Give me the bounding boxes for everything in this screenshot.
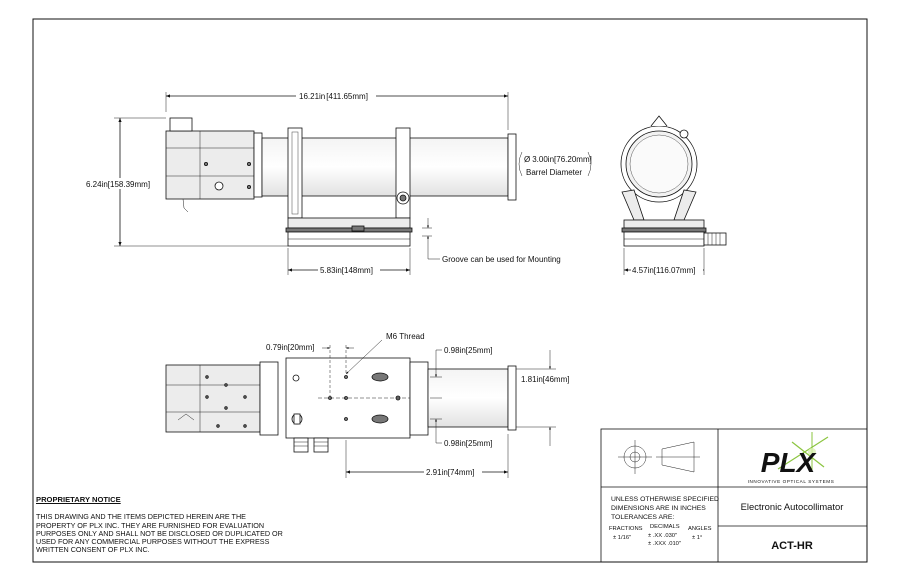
end-view: 4.57in[116.07mm]: [620, 115, 727, 275]
groove-note: Groove can be used for Mounting: [442, 255, 561, 264]
overall-length-label: 16.21in: [299, 92, 325, 101]
barrel-diameter-label: Barrel Diameter: [526, 168, 582, 177]
svg-text:± .XX .030": ± .XX .030": [648, 533, 677, 539]
svg-text:FRACTIONS: FRACTIONS: [609, 526, 643, 532]
spacing-top-label: 0.98in: [444, 346, 466, 355]
plx-logo: PLX INNOVATIVE OPTICAL SYSTEMS: [748, 432, 835, 484]
top-view: M6 Thread 0.79in[20mm] 0.98in[25mm] 0.98…: [165, 332, 570, 478]
front-ring: [287, 127, 303, 219]
sheet-border: [32, 18, 868, 563]
base-length-label: 5.83in: [320, 266, 342, 275]
svg-text:4.57in[116.07mm]: 4.57in[116.07mm]: [632, 266, 695, 275]
svg-text:± .XXX .010": ± .XXX .010": [648, 541, 681, 547]
logo-tagline: INNOVATIVE OPTICAL SYSTEMS: [748, 479, 835, 484]
height-label: 6.24in: [86, 180, 108, 189]
svg-text:UNLESS OTHERWISE SPECIFIED: UNLESS OTHERWISE SPECIFIED: [611, 496, 719, 503]
svg-text:6.24in[158.39mm]: 6.24in[158.39mm]: [86, 180, 150, 189]
base-plate: [287, 217, 411, 229]
svg-text:2.91in[74mm]: 2.91in[74mm]: [426, 468, 475, 477]
spacing-bottom-label: 0.98in: [444, 439, 466, 448]
svg-text:0.98in[25mm]: 0.98in[25mm]: [444, 439, 493, 448]
barrel-width-label: 1.81in: [521, 375, 543, 384]
offset-label: 0.79in: [266, 343, 288, 352]
svg-text:± 1/16": ± 1/16": [613, 535, 631, 541]
top-head: [165, 364, 261, 433]
rear-ring: [395, 127, 411, 219]
svg-text:DIMENSIONS ARE IN INCHES: DIMENSIONS ARE IN INCHES: [611, 505, 706, 512]
svg-text:16.21in[411.65mm]: 16.21in[411.65mm]: [299, 92, 368, 101]
notice-title: PROPRIETARY NOTICE: [36, 495, 121, 504]
svg-text:0.79in[20mm]: 0.79in[20mm]: [266, 343, 315, 352]
connector-top: [169, 117, 193, 132]
camera-head: [165, 130, 255, 200]
end-width-label: 4.57in: [632, 266, 654, 275]
part-number: ACT-HR: [771, 540, 813, 552]
svg-text:ANGLES: ANGLES: [688, 526, 712, 532]
thread-note: M6 Thread: [386, 332, 425, 341]
proprietary-notice: PROPRIETARY NOTICE THIS DRAWING AND THE …: [36, 495, 286, 555]
length-to-end-label: 2.91in: [426, 468, 448, 477]
main-barrel: [261, 137, 509, 197]
svg-text:5.83in[148mm]: 5.83in[148mm]: [320, 266, 373, 275]
notice-body: THIS DRAWING AND THE ITEMS DEPICTED HERE…: [36, 512, 283, 555]
svg-text:TOLERANCES ARE:: TOLERANCES ARE:: [611, 514, 674, 521]
svg-text:DECIMALS: DECIMALS: [650, 524, 680, 530]
svg-text:Ø3.00in[76.20mm]: Ø3.00in[76.20mm]: [524, 155, 592, 164]
svg-text:0.98in[25mm]: 0.98in[25mm]: [444, 346, 493, 355]
svg-text:1.81in[46mm]: 1.81in[46mm]: [521, 375, 570, 384]
title-block: UNLESS OTHERWISE SPECIFIED DIMENSIONS AR…: [600, 428, 868, 563]
logo-text: PLX: [761, 447, 818, 478]
svg-text:± 1°: ± 1°: [692, 535, 702, 541]
product-name: Electronic Autocollimator: [741, 501, 844, 512]
